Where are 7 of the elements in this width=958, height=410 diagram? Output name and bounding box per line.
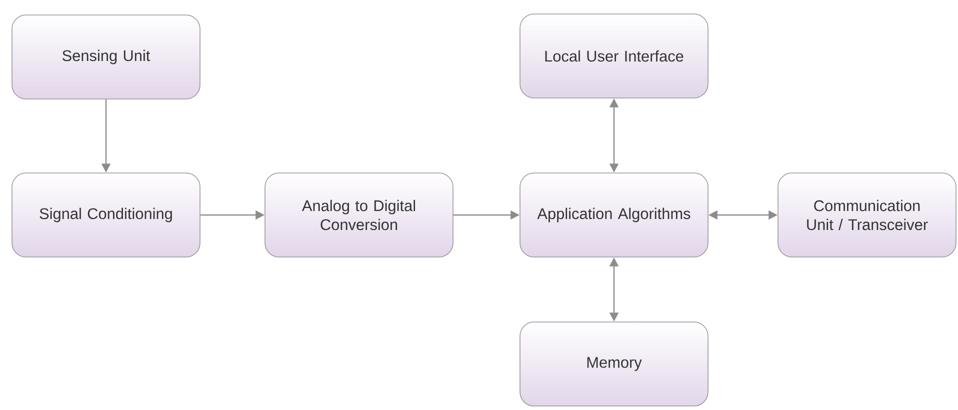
process-box: Sensing Unit [12, 14, 200, 100]
process-box: Application Algorithms [520, 172, 708, 258]
process-box: Analog to Digital Conversion [264, 172, 454, 258]
process-box: Local User Interface [520, 14, 708, 98]
process-box: Memory [520, 322, 708, 406]
process-box: Communication Unit / Transceiver [778, 172, 956, 258]
process-box: Signal Conditioning [12, 172, 200, 258]
